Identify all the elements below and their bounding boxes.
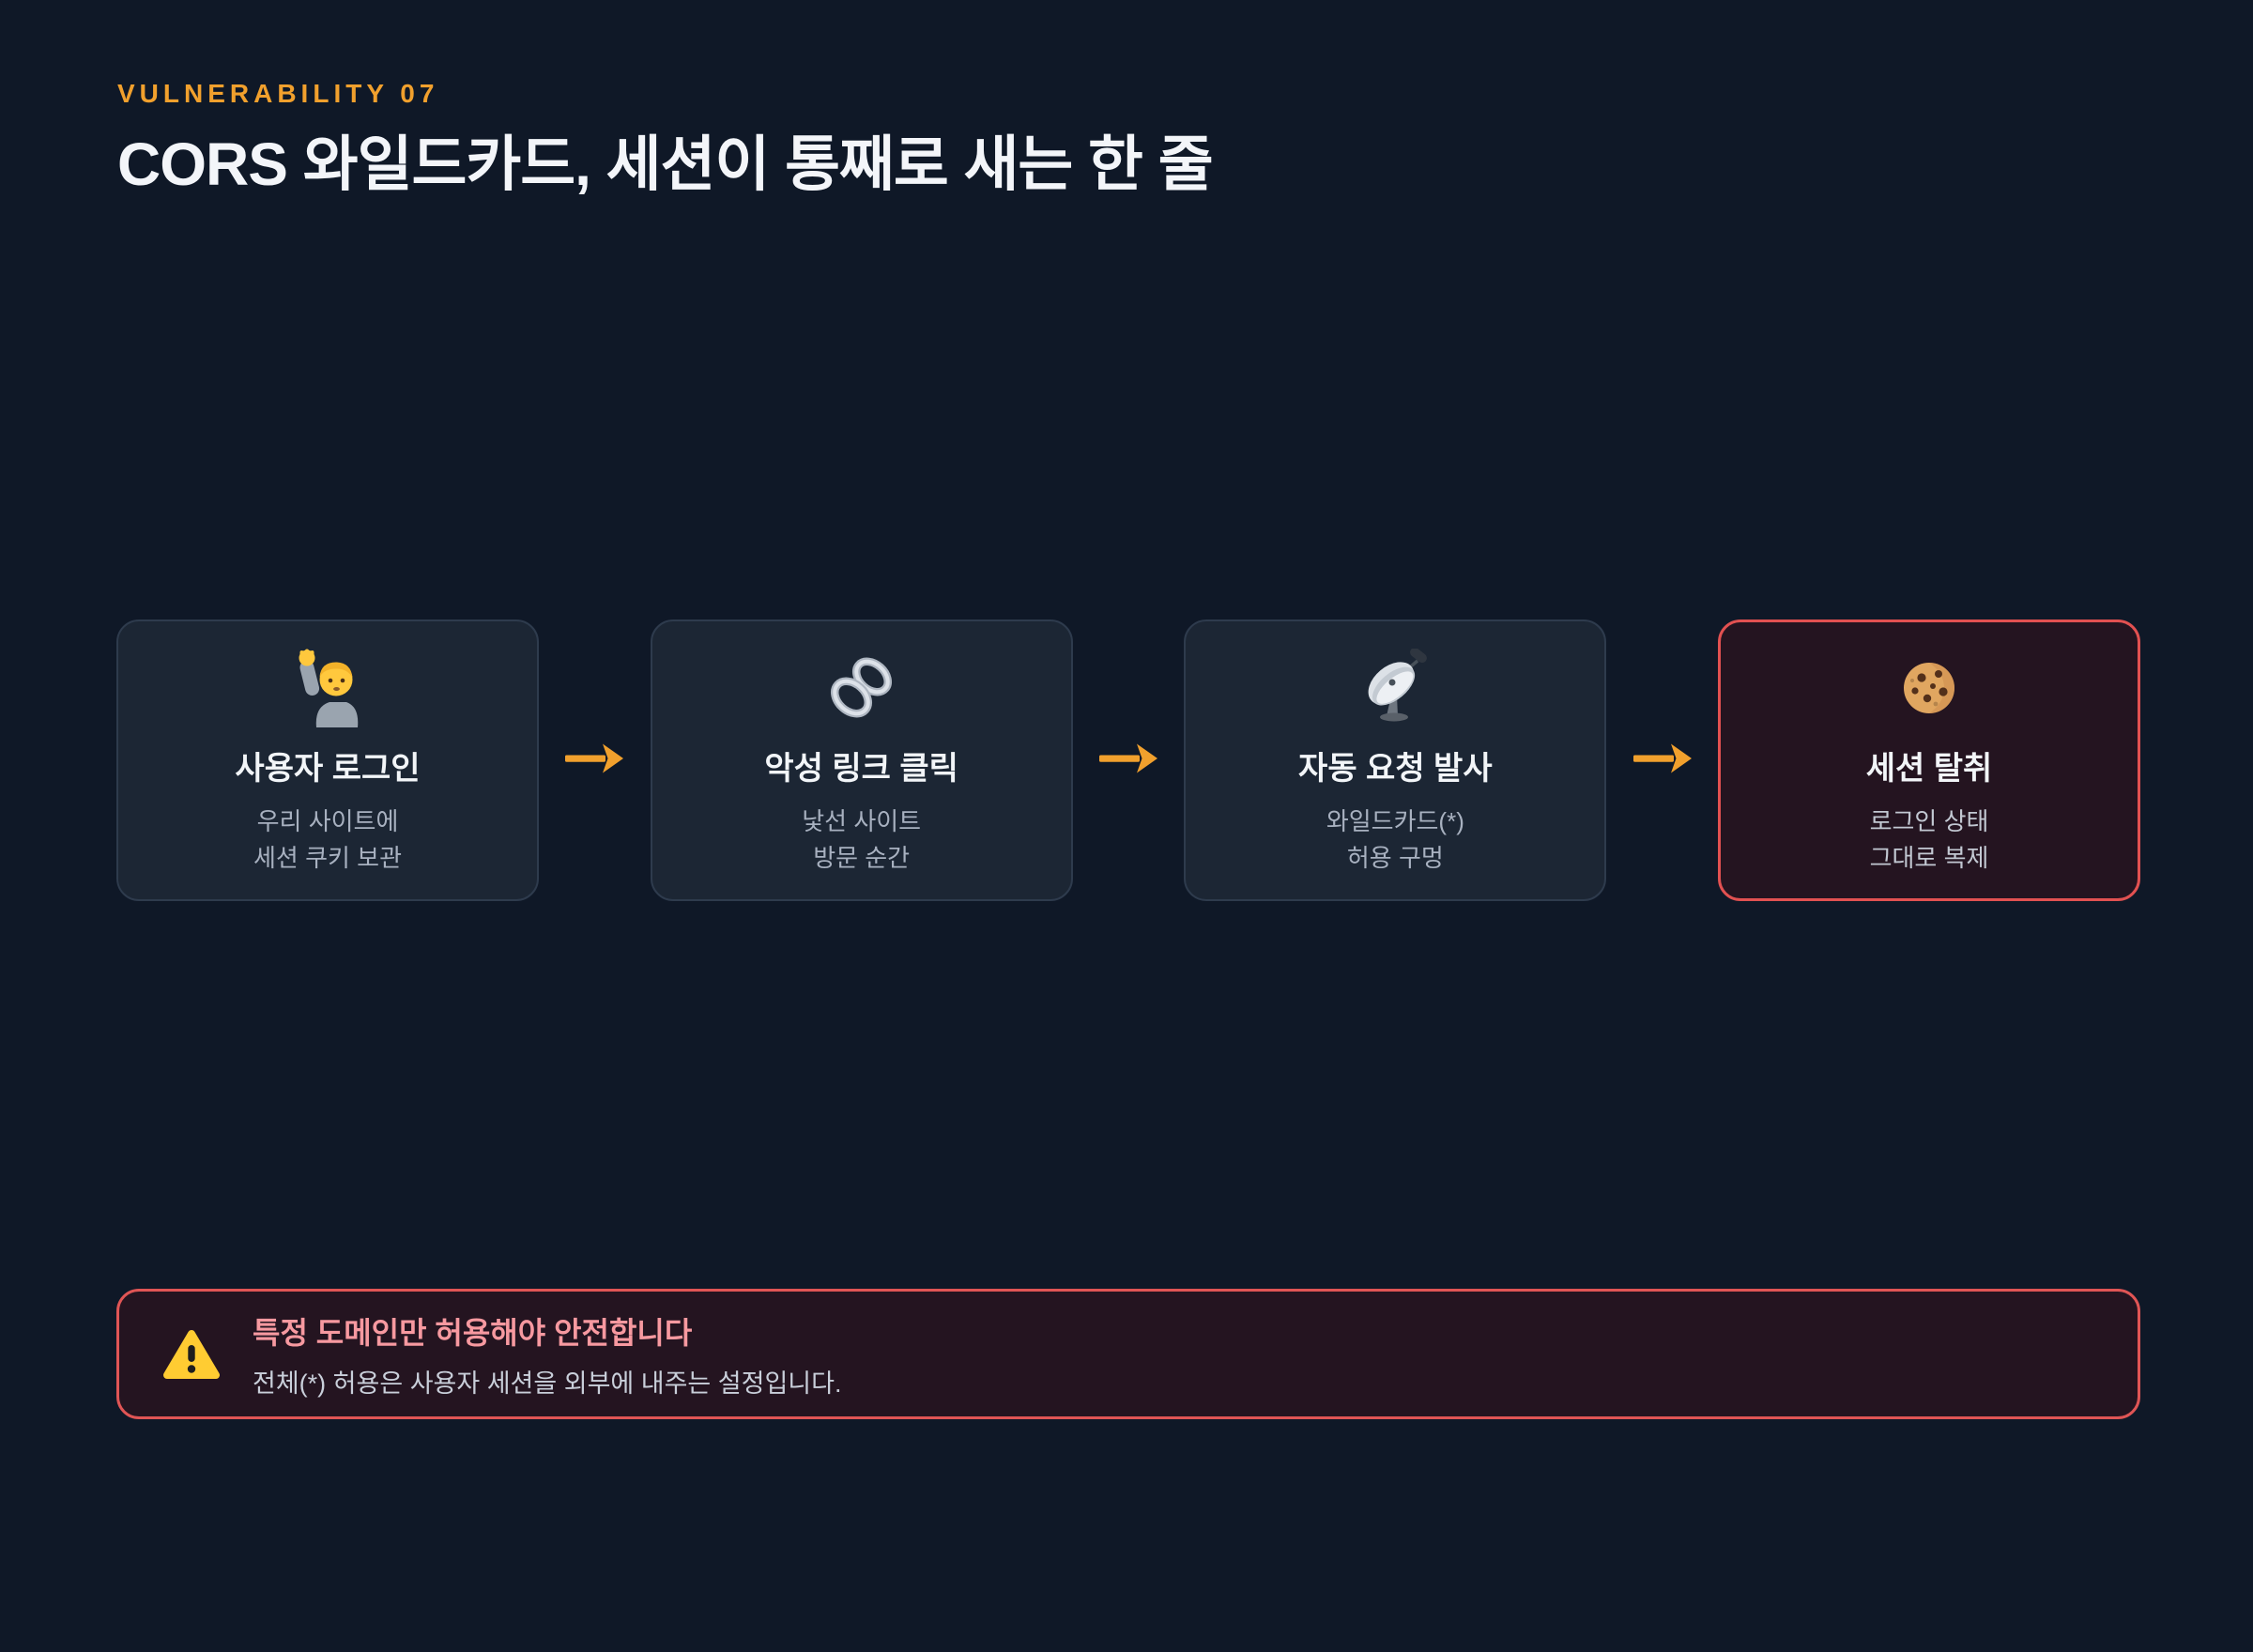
flow-step-description-line1: 로그인 상태 — [1869, 806, 1989, 835]
flow-step-description-line2: 방문 순간 — [813, 843, 911, 872]
arrow-right-icon — [1632, 739, 1694, 783]
flow-step-description-line2: 세션 쿠키 보관 — [253, 843, 402, 872]
flow-step-title: 사용자 로그인 — [235, 750, 421, 787]
flow-step-title: 악성 링크 클릭 — [764, 750, 958, 787]
flow-step-description-line2: 허용 구멍 — [1346, 843, 1444, 872]
flow-connector — [539, 739, 651, 783]
flow-step-description: 우리 사이트에 세션 쿠키 보관 — [253, 803, 402, 877]
flow-step-title: 자동 요청 발사 — [1298, 750, 1493, 787]
eyebrow-label: VULNERABILITY 07 — [117, 79, 439, 108]
flow-step-auto-request: 자동 요청 발사 와일드카드(*) 허용 구멍 — [1184, 620, 1607, 901]
flow-step-description-line1: 우리 사이트에 — [256, 806, 399, 835]
flow-diagram: 사용자 로그인 우리 사이트에 세션 쿠키 보관 — [116, 620, 2141, 901]
arrow-right-icon — [1097, 739, 1159, 783]
flow-step-description-line1: 낯선 사이트 — [802, 806, 922, 835]
flow-step-title: 세션 탈취 — [1865, 750, 1993, 787]
arrow-right-icon — [563, 739, 625, 783]
page-title: CORS 와일드카드, 세션이 통째로 새는 한 줄 — [117, 130, 1214, 198]
flow-step-description: 로그인 상태 그대로 복제 — [1870, 803, 1989, 877]
warning-banner: 특정 도메인만 허용해야 안전합니다 전체(*) 허용은 사용자 세션을 외부에… — [116, 1289, 2140, 1419]
chain-link-icon — [822, 649, 901, 727]
flow-step-session-hijack: 세션 탈취 로그인 상태 그대로 복제 — [1718, 620, 2141, 901]
flow-step-description-line1: 와일드카드(*) — [1326, 806, 1464, 835]
flow-step-description-line2: 그대로 복제 — [1869, 843, 1989, 872]
satellite-dish-icon — [1356, 648, 1434, 727]
flow-step-malicious-link: 악성 링크 클릭 낯선 사이트 방문 순간 — [650, 620, 1073, 901]
flow-step-description: 낯선 사이트 방문 순간 — [802, 803, 921, 877]
flow-connector — [1606, 739, 1718, 783]
person-raising-hand-icon — [288, 649, 367, 727]
warning-text-block: 특정 도메인만 허용해야 안전합니다 전체(*) 허용은 사용자 세션을 외부에… — [253, 1309, 841, 1400]
warning-triangle-icon — [162, 1328, 221, 1381]
flow-step-description: 와일드카드(*) 허용 구멍 — [1326, 803, 1464, 877]
cookie-icon — [1890, 649, 1969, 727]
flow-connector — [1073, 739, 1185, 783]
warning-title: 특정 도메인만 허용해야 안전합니다 — [253, 1315, 693, 1350]
flow-step-user-login: 사용자 로그인 우리 사이트에 세션 쿠키 보관 — [116, 620, 539, 901]
header: VULNERABILITY 07 CORS 와일드카드, 세션이 통째로 새는 … — [117, 79, 1214, 198]
warning-description: 전체(*) 허용은 사용자 세션을 외부에 내주는 설정입니다. — [253, 1369, 842, 1398]
